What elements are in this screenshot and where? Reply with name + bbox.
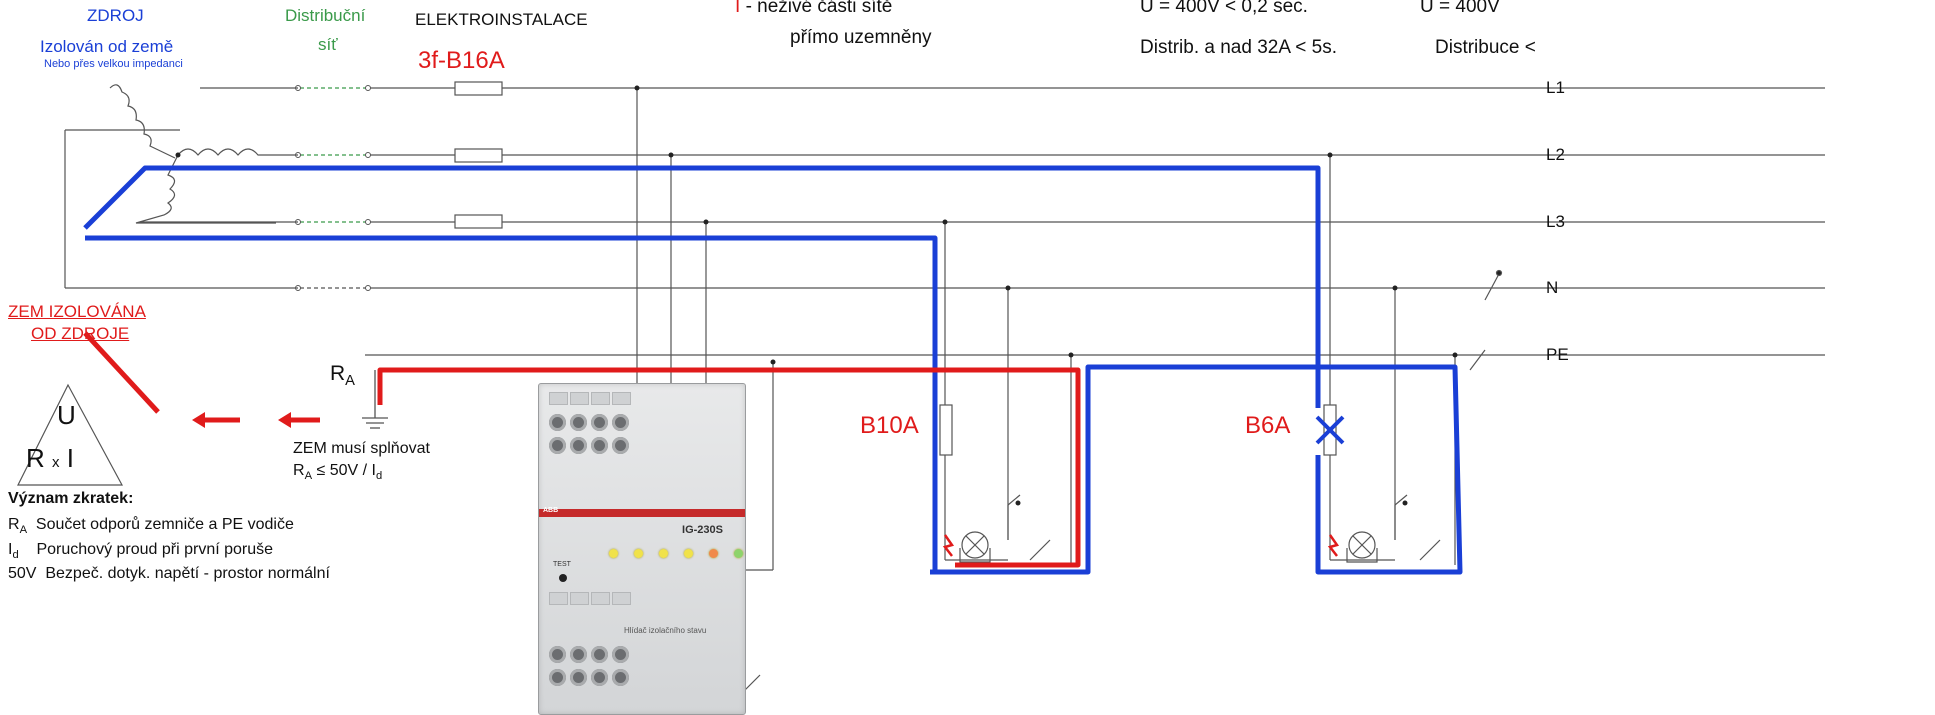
load-circuit-1 bbox=[939, 222, 1072, 565]
formula-triangle bbox=[17, 383, 124, 486]
device-model: IG-230S bbox=[682, 524, 723, 536]
legend-item-id: Id Poruchový proud při první poruše bbox=[8, 541, 274, 562]
label-l1: L1 bbox=[1546, 78, 1565, 97]
label-l3: L3 bbox=[1546, 212, 1565, 231]
breaker-b6a: B6A bbox=[1245, 412, 1291, 439]
device-bottom-terminals-2 bbox=[549, 669, 629, 686]
insulation-monitor-device: ABB IG-230S TEST Hlídač izolačního stavu bbox=[538, 383, 746, 715]
device-brand: ABB bbox=[543, 507, 559, 514]
b6a-trip-x bbox=[1315, 415, 1345, 445]
earth-symbol bbox=[362, 370, 388, 429]
load-circuit-2 bbox=[1323, 155, 1456, 565]
triangle-bottom: R x I bbox=[26, 443, 74, 473]
terminals bbox=[295, 85, 371, 291]
legend-title: Význam zkratek: bbox=[8, 490, 134, 507]
device-top-terminals-2 bbox=[549, 437, 629, 454]
top-note-line2: přímo uzemněny bbox=[790, 27, 932, 48]
label-pe: PE bbox=[1546, 345, 1569, 364]
conductor-lines bbox=[365, 87, 1825, 356]
device-bottom-slots bbox=[549, 592, 631, 605]
note-left-top: U = 400V < 0,2 sec. bbox=[1140, 0, 1308, 17]
red-fault-arrows bbox=[83, 331, 320, 428]
device-red-band bbox=[539, 509, 745, 517]
earth-requirement-2: RA ≤ 50V / Id bbox=[293, 462, 383, 483]
main-breaker-label: 3f-B16A bbox=[418, 47, 505, 74]
breaker-b10a: B10A bbox=[860, 412, 919, 439]
note-right-bottom: Distribuce < bbox=[1435, 37, 1536, 58]
red-fault-path bbox=[377, 367, 1081, 568]
device-top-terminals-1 bbox=[549, 414, 629, 431]
fault-sparks bbox=[942, 534, 1340, 557]
earth-warning-2: OD ZDROJE bbox=[31, 324, 130, 343]
source-subtitle: Izolován od země bbox=[40, 37, 174, 56]
device-test-label: TEST bbox=[553, 561, 571, 568]
source-title: ZDROJ bbox=[87, 6, 144, 25]
device-leds bbox=[609, 549, 743, 558]
label-l2: L2 bbox=[1546, 145, 1565, 164]
earth-requirement-1: ZEM musí splňovat bbox=[293, 440, 430, 457]
device-top-slots bbox=[549, 392, 631, 405]
device-bottom-terminals-1 bbox=[549, 646, 629, 663]
label-n: N bbox=[1546, 278, 1559, 297]
blue-fault-path bbox=[83, 165, 1463, 575]
main-fuses bbox=[454, 81, 503, 229]
legend-item-50v: 50V Bezpeč. dotyk. napětí - prostor norm… bbox=[8, 565, 330, 582]
device-label: Hlídač izolačního stavu bbox=[624, 626, 707, 635]
distribution-label-2: síť bbox=[318, 35, 338, 54]
source-note: Nebo přes velkou impedanci bbox=[44, 58, 183, 70]
distribution-label-1: Distribuční bbox=[285, 6, 366, 25]
installation-title: ELEKTROINSTALACE bbox=[415, 10, 588, 29]
top-note-line1: I - neživé části sítě bbox=[735, 0, 893, 17]
note-left-bottom: Distrib. a nad 32A < 5s. bbox=[1140, 37, 1337, 58]
device-test-button[interactable] bbox=[559, 574, 567, 582]
note-right-top: U = 400V bbox=[1420, 0, 1500, 17]
ra-label: RA bbox=[330, 362, 355, 390]
triangle-u: U bbox=[57, 400, 76, 430]
source-windings bbox=[64, 84, 298, 289]
distribution-segments bbox=[300, 87, 365, 289]
legend-item-ra: RA Součet odporů zemniče a PE vodiče bbox=[8, 516, 294, 537]
n-pe-marks bbox=[1469, 269, 1503, 371]
earth-warning-1: ZEM IZOLOVÁNA bbox=[8, 302, 146, 321]
